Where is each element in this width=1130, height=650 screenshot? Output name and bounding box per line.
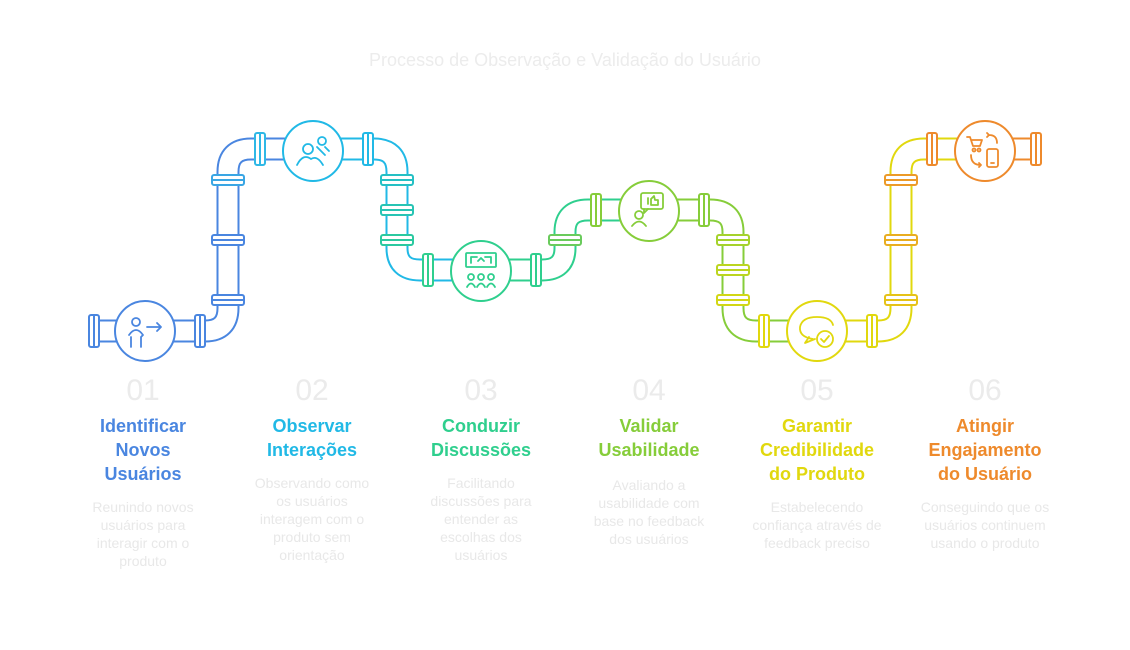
pipe-segment-1	[96, 137, 300, 343]
step-title: Identificar Novos Usuários	[68, 414, 218, 486]
desc-line: orientação	[279, 547, 345, 563]
step-5: 05 Garantir Credibilidade do Produto Est…	[742, 374, 892, 552]
step-description: Reunindo novos usuários para interagir c…	[68, 498, 218, 570]
step-description: Observando como os usuários interagem co…	[237, 474, 387, 564]
title-line: Conduzir	[442, 416, 520, 436]
desc-line: usabilidade com	[598, 495, 700, 511]
people-talking-icon	[282, 120, 344, 182]
desc-line: produto	[119, 553, 167, 569]
feedback-thumb-icon	[618, 180, 680, 242]
title-line: Atingir	[956, 416, 1014, 436]
cart-phone-cycle-icon	[954, 120, 1016, 182]
chat-check-icon	[786, 300, 848, 362]
desc-line: base no feedback	[593, 513, 705, 529]
step-description: Facilitando discussões para entender as …	[406, 474, 556, 564]
desc-line: produto sem	[273, 529, 351, 545]
desc-line: usando o produto	[930, 535, 1040, 551]
step-2: 02 Observar Interações Observando como o…	[237, 374, 387, 564]
step-description: Avaliando a usabilidade com base no feed…	[574, 476, 724, 548]
user-arrow-icon	[114, 300, 176, 362]
step-description: Estabelecendo confiança através de feedb…	[742, 498, 892, 552]
title-line: Interações	[266, 440, 358, 460]
desc-line: dos usuários	[609, 531, 689, 547]
desc-line: interagem com o	[259, 511, 365, 527]
title-line: Usuários	[104, 464, 182, 484]
step-number: 01	[126, 374, 160, 407]
title-line: Engajamento	[928, 440, 1042, 460]
title-line: Discussões	[430, 440, 532, 460]
group-discussion-icon	[450, 240, 512, 302]
step-title: Atingir Engajamento do Usuário	[910, 414, 1060, 486]
desc-line: Reunindo novos	[92, 499, 194, 515]
desc-line: interagir com o	[96, 535, 190, 551]
step-number: 06	[968, 374, 1002, 407]
desc-line: confiança através de	[752, 517, 882, 533]
title-line: Novos	[115, 440, 171, 460]
step-number: 05	[800, 374, 834, 407]
step-title: Conduzir Discussões	[406, 414, 556, 462]
title-line: Validar	[619, 416, 679, 436]
desc-line: Estabelecendo	[770, 499, 864, 515]
desc-line: Conseguindo que os	[920, 499, 1050, 515]
desc-line: entender as	[444, 511, 518, 527]
desc-line: Observando como	[254, 475, 370, 491]
title-line: Credibilidade	[759, 440, 875, 460]
desc-line: feedback preciso	[764, 535, 870, 551]
step-number: 02	[295, 374, 329, 407]
title-line: Usabilidade	[598, 440, 700, 460]
step-6: 06 Atingir Engajamento do Usuário Conseg…	[910, 374, 1060, 552]
title-line: do Produto	[769, 464, 865, 484]
title-line: Identificar	[99, 416, 187, 436]
title-line: Garantir	[781, 416, 853, 436]
title-line: do Usuário	[937, 464, 1032, 484]
step-number: 04	[632, 374, 666, 407]
step-title: Observar Interações	[237, 414, 387, 462]
desc-line: discussões para	[430, 493, 532, 509]
desc-line: usuários para	[100, 517, 186, 533]
title-line: Observar	[272, 416, 352, 436]
step-title: Garantir Credibilidade do Produto	[742, 414, 892, 486]
step-description: Conseguindo que os usuários continuem us…	[910, 498, 1060, 552]
step-4: 04 Validar Usabilidade Avaliando a usabi…	[574, 374, 724, 548]
page-title: Processo de Observação e Validação do Us…	[369, 50, 761, 70]
desc-line: Avaliando a	[612, 477, 686, 493]
step-title: Validar Usabilidade	[574, 414, 724, 462]
desc-line: usuários	[454, 547, 508, 563]
desc-line: escolhas dos	[440, 529, 522, 545]
desc-line: os usuários	[276, 493, 348, 509]
step-3: 03 Conduzir Discussões Facilitando discu…	[406, 374, 556, 564]
desc-line: Facilitando	[447, 475, 515, 491]
step-number: 03	[464, 374, 498, 407]
step-1: 01 Identificar Novos Usuários Reunindo n…	[68, 374, 218, 570]
desc-line: usuários continuem	[924, 517, 1046, 533]
